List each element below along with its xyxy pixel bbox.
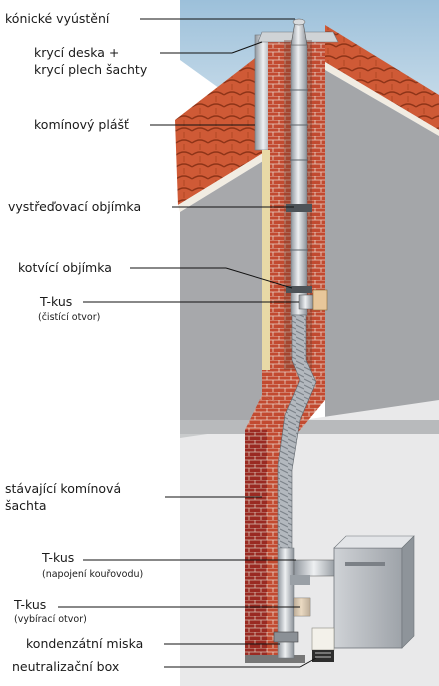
centering-collar <box>286 204 312 212</box>
label-existing-shaft-line-1: stávající komínová <box>5 481 122 496</box>
facade-right <box>325 70 439 420</box>
label-cover-plate-line-1: krycí deska + <box>34 45 120 60</box>
label-tee-cleaning: T-kus <box>40 294 73 309</box>
label-tee-flue: T-kus <box>42 550 75 565</box>
label-condensate-tray: kondenzátní miska <box>26 636 144 651</box>
existing-shaft-dark <box>245 430 267 660</box>
roof-tiles <box>175 48 268 205</box>
label-tee-flue-note: (napojení kouřovodu) <box>42 569 144 580</box>
roof-fascia-right <box>325 62 439 136</box>
facade <box>180 158 268 420</box>
label-centering-collar: vystřeďovací objímka <box>8 199 142 214</box>
condensate-tray <box>273 631 299 643</box>
label-anchor-collar: kotvící objímka <box>18 260 112 275</box>
label-existing-shaft-line-2: šachta <box>5 498 47 513</box>
render-panel <box>262 150 270 370</box>
anchor-collar <box>286 286 312 293</box>
label-tee-collection: T-kus <box>14 597 47 612</box>
label-tee-cleaning-note: (čistící otvor) <box>38 312 101 323</box>
roof-tiles-right <box>325 25 439 130</box>
label-tee-collection-note: (vybírací otvor) <box>14 614 87 625</box>
label-cover-plate-line-2: krycí plech šachty <box>34 62 148 77</box>
label-conical-outlet: kónické vyústění <box>5 11 110 26</box>
roof-fascia <box>178 150 268 212</box>
label-chimney-casing: komínový plášť <box>34 117 129 132</box>
label-neutralization-box: neutralizační box <box>12 659 120 674</box>
